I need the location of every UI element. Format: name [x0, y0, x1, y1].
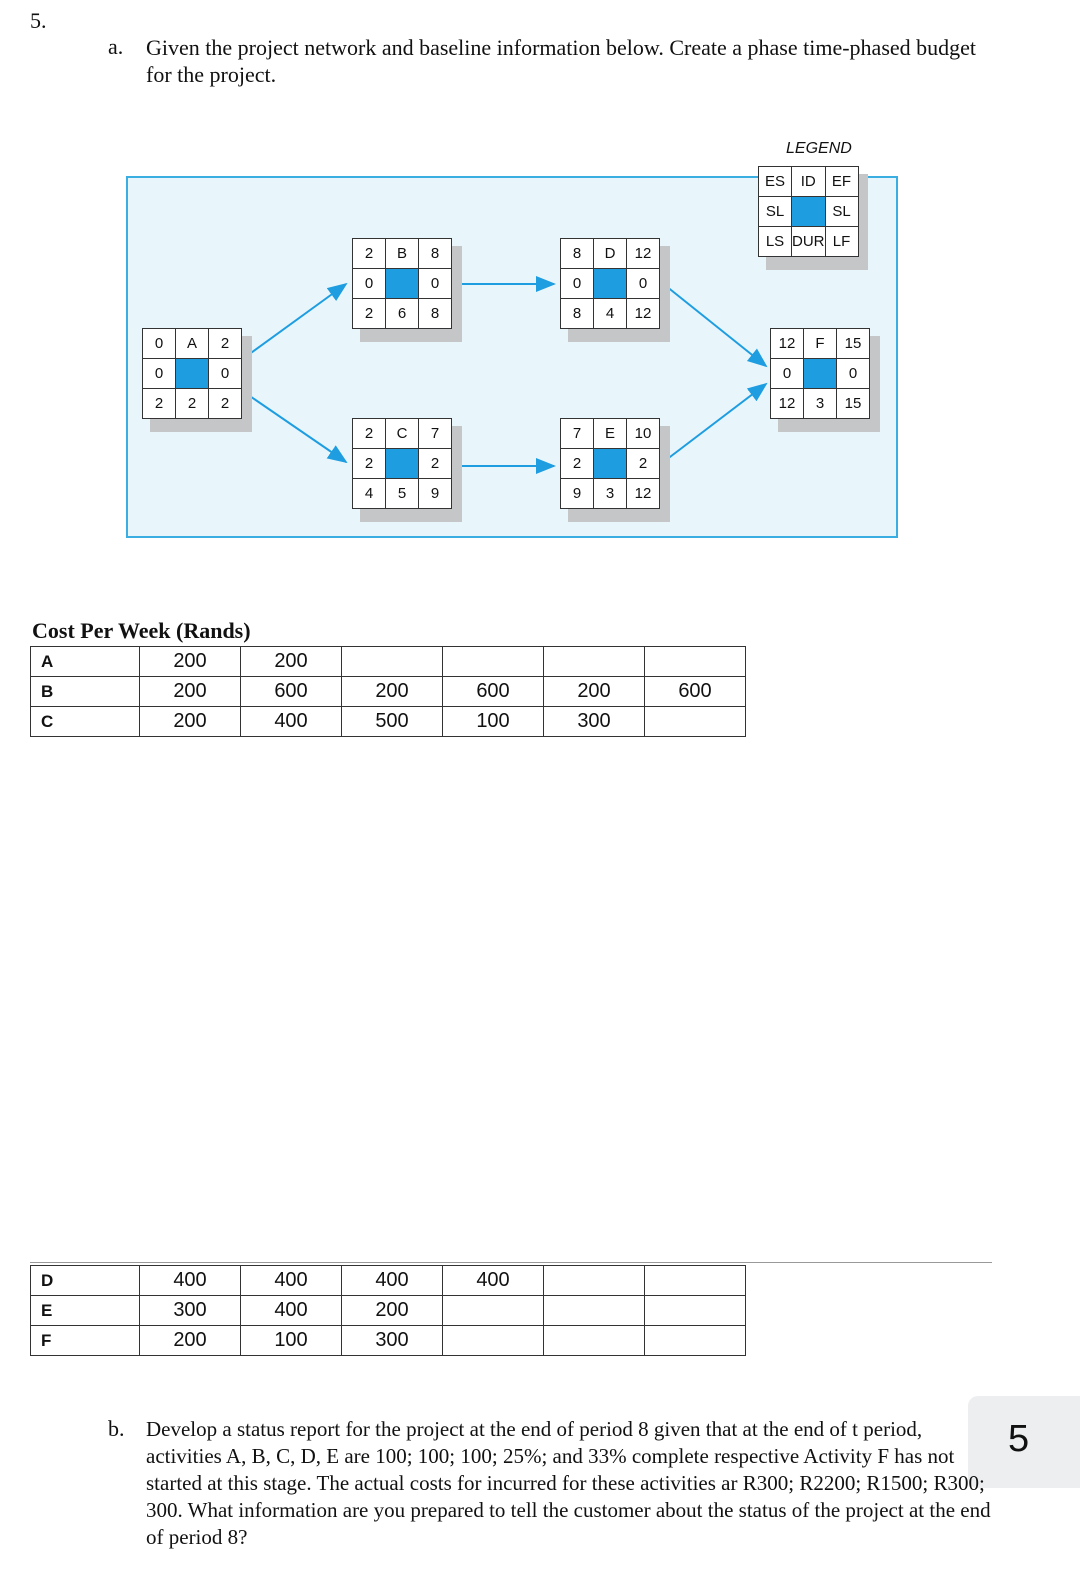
arrow-a-b	[243, 282, 348, 359]
part-a-label: a.	[108, 34, 124, 59]
arrow-e-f	[665, 382, 768, 461]
arrow-a-c	[243, 391, 348, 464]
divider	[30, 1262, 992, 1263]
part-a-text: Given the project network and baseline i…	[146, 35, 977, 87]
arrow-d-f	[665, 285, 768, 368]
question-number: 5.	[30, 8, 47, 33]
cost-table-title: Cost Per Week (Rands)	[32, 618, 251, 643]
part-b-text: Develop a status report for the project …	[146, 1417, 991, 1549]
part-b-label: b.	[108, 1416, 125, 1441]
side-tab	[968, 1396, 1080, 1488]
marks-number: 5	[1008, 1418, 1030, 1460]
legend-title: LEGEND	[786, 140, 852, 157]
